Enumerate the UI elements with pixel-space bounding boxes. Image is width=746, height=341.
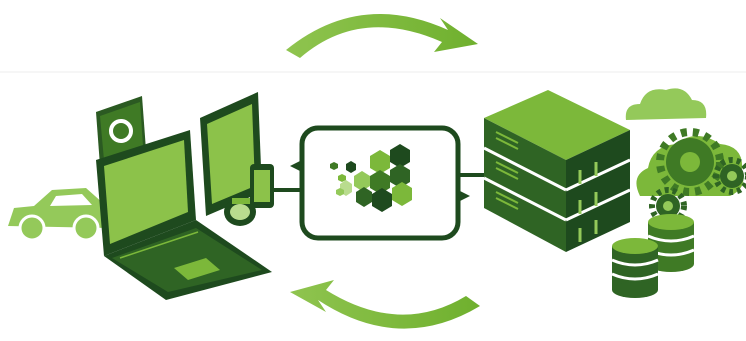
smartwatch-icon — [224, 198, 256, 226]
arrow-top-icon — [286, 14, 478, 58]
car-icon — [8, 188, 108, 242]
hexagon-cluster-icon — [330, 144, 412, 212]
arrow-bottom-icon — [290, 280, 480, 329]
laptop-icon — [96, 130, 272, 300]
tablet-icon — [200, 92, 262, 216]
phone-icon — [250, 164, 274, 208]
gear-icon — [656, 128, 724, 196]
gear-icon — [713, 157, 746, 195]
server-rack-icon — [483, 90, 631, 252]
database-icon — [611, 238, 659, 298]
cloud-icon — [625, 88, 707, 120]
